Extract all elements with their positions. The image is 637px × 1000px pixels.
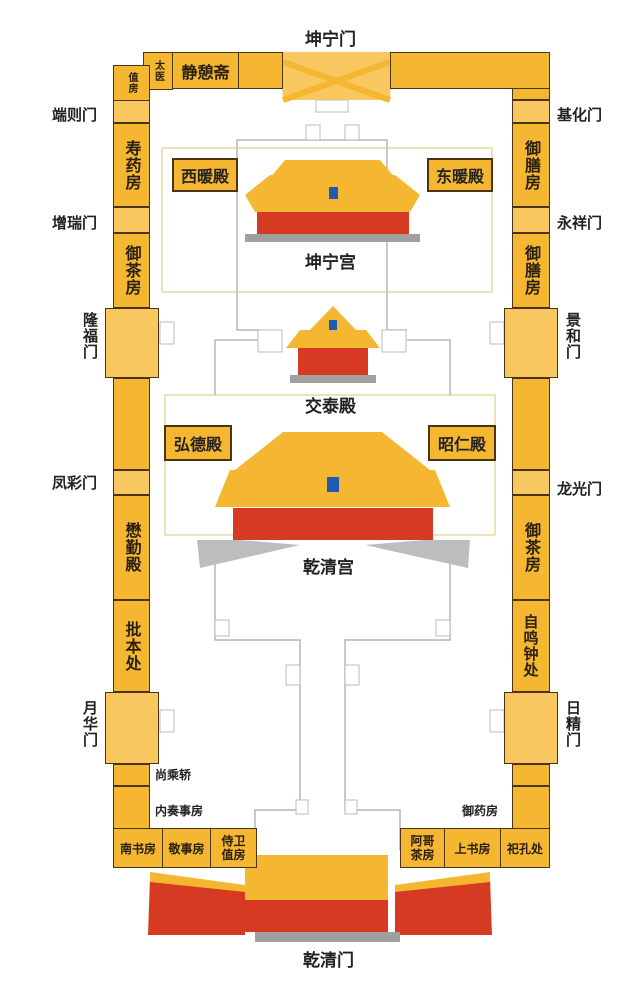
wall-east-top xyxy=(512,88,550,100)
room-yucha-east: 御茶房 xyxy=(512,495,550,600)
room-shangshu: 上书房 xyxy=(444,828,501,868)
room-taiyi-zhifang: 值房 xyxy=(113,65,150,101)
room-jingqi: 静憩斋 xyxy=(172,52,239,89)
room-shiwei: 侍卫值房 xyxy=(210,828,257,868)
gate-jinghe xyxy=(504,308,558,378)
room-jingshi: 敬事房 xyxy=(162,828,211,868)
room-yucha-east-label: 御茶房 xyxy=(522,522,541,573)
gate-rijing xyxy=(504,692,558,764)
hall-dongnuan: 东暖殿 xyxy=(427,158,493,192)
room-zimingzhong-label: 自鸣钟处 xyxy=(521,614,540,678)
hall-xinuan: 西暖殿 xyxy=(172,158,238,192)
gate-yongxiang xyxy=(512,207,550,233)
hall-jiaotai-label: 交泰殿 xyxy=(305,397,356,417)
gate-duanze xyxy=(113,100,150,123)
room-neizoushi xyxy=(113,786,150,829)
wall-west-mid xyxy=(113,378,150,470)
room-sikong: 祀孔处 xyxy=(500,828,550,868)
room-yuyao xyxy=(512,786,550,829)
room-yushan-1-label: 御膳房 xyxy=(522,139,541,191)
gate-zengrui xyxy=(113,207,150,233)
gate-qianqing-label: 乾清门 xyxy=(303,951,354,971)
room-yushan-2-label: 御膳房 xyxy=(522,245,541,296)
gate-yuehua xyxy=(105,692,159,764)
room-taiyi-label: 太医 xyxy=(152,60,164,82)
gate-fengcai xyxy=(113,470,150,495)
kunning-courtyard-line xyxy=(161,147,493,293)
wall-east-mid xyxy=(512,378,550,470)
gate-yuehua-label: 月华门 xyxy=(81,700,99,748)
gate-longfu xyxy=(105,308,159,378)
gate-jihua xyxy=(512,100,550,123)
room-taiyi-zhifang-label: 值房 xyxy=(126,72,137,94)
room-shouyao-label: 寿药房 xyxy=(122,139,142,191)
room-zimingzhong: 自鸣钟处 xyxy=(512,600,550,692)
room-shangchengjiao xyxy=(113,764,150,786)
room-shangchengjiao-label: 尚乘轿 xyxy=(155,768,192,782)
room-yuyao-label: 御药房 xyxy=(462,804,499,818)
room-yucha-west: 御茶房 xyxy=(113,233,150,308)
room-shouyao: 寿药房 xyxy=(113,123,150,207)
room-maoqin: 懋勤殿 xyxy=(113,495,150,600)
room-piben-label: 批本处 xyxy=(122,620,142,672)
qianqing-gate-building xyxy=(148,855,492,942)
room-nanshu: 南书房 xyxy=(113,828,163,868)
wall-top-right xyxy=(390,52,550,89)
hall-zhaoren: 昭仁殿 xyxy=(428,425,496,461)
qianqing-palace-building xyxy=(197,432,470,568)
gate-longguang-label: 龙光门 xyxy=(557,480,603,498)
room-yushan-1: 御膳房 xyxy=(512,123,550,207)
wall-east-low xyxy=(512,764,550,786)
gate-jihua-label: 基化门 xyxy=(557,106,603,124)
kunning-gate xyxy=(280,52,392,103)
room-yushan-2: 御膳房 xyxy=(512,233,550,308)
kunning-palace-building xyxy=(245,160,420,242)
room-piben: 批本处 xyxy=(113,600,150,692)
room-maoqin-label: 懋勤殿 xyxy=(122,522,142,573)
hall-kunning-label: 坤宁宫 xyxy=(305,253,356,273)
gate-kunning-label: 坤宁门 xyxy=(305,30,356,50)
hall-qianqing-label: 乾清宫 xyxy=(303,558,354,578)
gate-fengcai-label: 凤彩门 xyxy=(52,474,98,492)
gate-longguang xyxy=(512,470,550,495)
gate-duanze-label: 端则门 xyxy=(52,106,98,124)
room-yucha-west-label: 御茶房 xyxy=(122,245,142,296)
wall-top-left xyxy=(238,52,283,89)
gate-longfu-label: 隆福门 xyxy=(81,312,99,360)
jiaotai-hall-building xyxy=(286,306,380,383)
room-neizoushi-label: 内奏事房 xyxy=(155,804,204,818)
gate-zengrui-label: 增瑞门 xyxy=(52,214,98,232)
gate-jinghe-label: 景和门 xyxy=(564,312,582,360)
gate-yongxiang-label: 永祥门 xyxy=(557,214,603,232)
room-agecha: 阿哥茶房 xyxy=(400,828,445,868)
gate-rijing-label: 日精门 xyxy=(564,700,582,748)
hall-hongde: 弘德殿 xyxy=(164,425,232,461)
steps xyxy=(159,99,505,815)
